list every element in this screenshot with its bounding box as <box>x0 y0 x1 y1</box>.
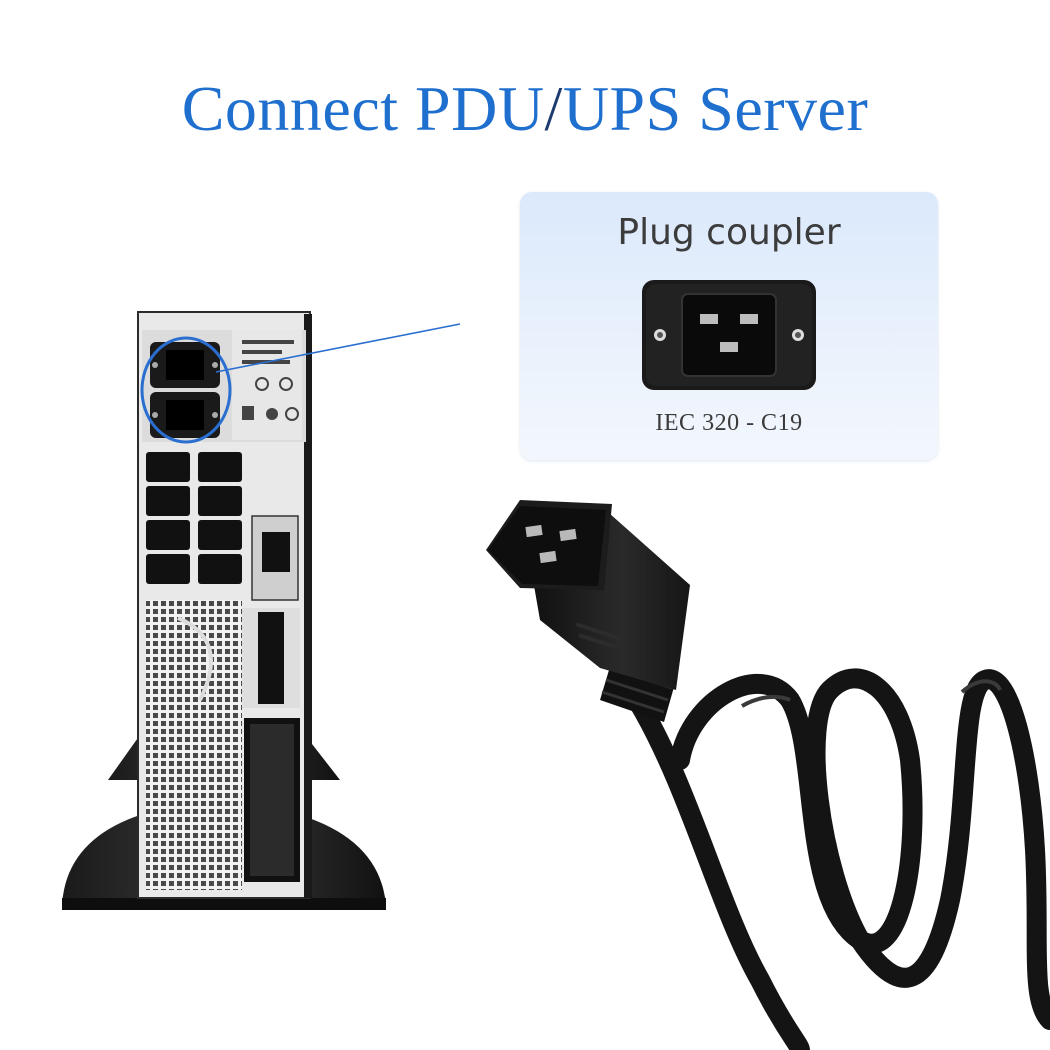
leader-line <box>215 323 461 373</box>
title-slash: / <box>544 73 563 144</box>
page-title: Connect PDU/UPS Server <box>0 72 1050 146</box>
power-cord <box>630 668 1050 1050</box>
callout-title: Plug coupler <box>617 212 841 253</box>
highlight-circle <box>140 336 232 444</box>
plug-coupler-callout: Plug coupler IEC 320 - C19 <box>520 192 938 460</box>
c19-outlets-upper <box>150 342 220 438</box>
ups-unit <box>62 311 386 910</box>
title-part-1: Connect PDU <box>181 73 545 144</box>
power-cord-c20-plug <box>486 500 690 722</box>
c13-outlets <box>146 452 242 584</box>
connector-type-label: IEC 320 - C19 <box>655 410 803 436</box>
c19-socket-icon <box>642 280 816 390</box>
title-part-2: UPS Server <box>562 73 869 144</box>
